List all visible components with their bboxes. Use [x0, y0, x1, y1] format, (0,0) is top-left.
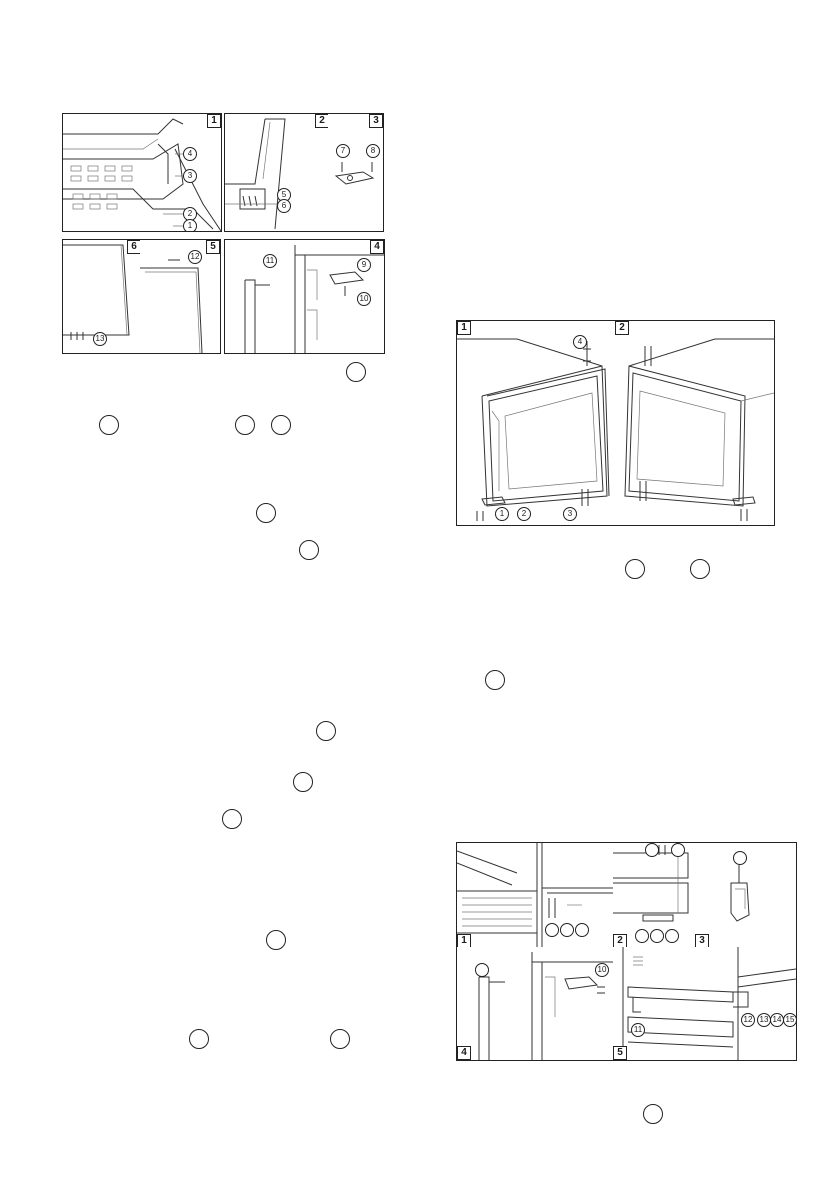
reference-circle — [235, 415, 255, 435]
callout: 11 — [263, 254, 277, 268]
reference-circle — [346, 362, 366, 382]
callout: 6 — [277, 199, 291, 213]
figure-1-panel-6: 6 13 — [62, 239, 142, 354]
callout-blank — [665, 929, 679, 943]
panel-number: 1 — [457, 934, 471, 948]
figure-3-panel-2: 2 — [613, 842, 696, 949]
callout: 3 — [183, 169, 197, 183]
panel-number: 6 — [127, 240, 141, 254]
reference-circle — [271, 415, 291, 435]
figure-1-panel-3-drawing — [334, 162, 375, 185]
figure-1-panel-5: 5 12 — [140, 239, 221, 354]
figure-1-panel-3: 7 8 3 — [328, 113, 384, 232]
callout: 10 — [357, 292, 371, 306]
callout: 4 — [183, 147, 197, 161]
callout: 8 — [366, 144, 380, 158]
reference-circle — [690, 559, 710, 579]
figure-2-panel-2: 2 — [615, 320, 775, 526]
figure-2-panel-1-drawing — [457, 338, 610, 521]
panel-number: 1 — [457, 321, 471, 335]
callout: 7 — [336, 144, 350, 158]
callout-blank — [475, 963, 489, 977]
callout: 11 — [631, 1023, 645, 1037]
figure-1-panel-5-drawing — [140, 259, 203, 353]
figure-3-panel-5: 11 12 13 14 15 5 — [613, 947, 797, 1061]
figure-3-panel-4: 10 4 — [456, 947, 615, 1061]
callout-blank — [545, 923, 559, 937]
panel-number: 4 — [370, 240, 384, 254]
callout: 2 — [517, 507, 531, 521]
figure-3-panel-1: 1 — [456, 842, 615, 949]
reference-circle — [330, 1029, 350, 1049]
figure-3-panel-4-drawing — [478, 952, 614, 1060]
reference-circle — [316, 721, 336, 741]
panel-number: 2 — [613, 934, 627, 948]
panel-number: 5 — [206, 240, 220, 254]
figure-3-panel-3-drawing — [730, 865, 750, 922]
figure-2-panel-1: 1 4 1 2 3 — [456, 320, 617, 526]
reference-circle — [299, 540, 319, 560]
callout-blank — [645, 843, 659, 857]
callout-blank — [671, 843, 685, 857]
panel-number: 2 — [315, 114, 329, 128]
figure-1-panel-2-drawing — [225, 118, 286, 230]
reference-circle — [189, 1029, 209, 1049]
callout: 10 — [595, 963, 609, 977]
callout-blank — [635, 929, 649, 943]
figure-1-panel-4: 11 9 10 4 — [224, 239, 385, 354]
figure-1-panel-1-drawing — [63, 118, 221, 231]
figure-1-panel-4-drawing — [244, 245, 384, 353]
panel-number: 5 — [613, 1046, 627, 1060]
figure-3-panel-1-drawing — [457, 843, 614, 948]
reference-circle — [643, 1104, 663, 1124]
callout: 12 — [741, 1013, 755, 1027]
callout: 4 — [573, 335, 587, 349]
callout: 5 — [277, 188, 291, 202]
reference-circle — [256, 503, 276, 523]
figure-2-panel-2-drawing — [624, 338, 774, 521]
panel-number: 3 — [369, 114, 383, 128]
panel-number: 1 — [207, 114, 221, 128]
panel-number: 2 — [615, 321, 629, 335]
panel-number: 3 — [695, 934, 709, 948]
callout: 13 — [93, 332, 107, 346]
callout: 12 — [188, 250, 202, 264]
callout: 1 — [183, 219, 197, 231]
figure-1-panel-2: 5 6 2 — [224, 113, 330, 232]
reference-circle — [485, 670, 505, 690]
callout: 15 — [783, 1013, 796, 1027]
callout-blank — [560, 923, 574, 937]
callout: 9 — [357, 258, 371, 272]
callout: 13 — [757, 1013, 771, 1027]
callout: 14 — [770, 1013, 784, 1027]
reference-circle — [266, 930, 286, 950]
callout: 3 — [563, 507, 577, 521]
panel-number: 4 — [457, 1046, 471, 1060]
callout-blank — [733, 851, 747, 865]
reference-circle — [625, 559, 645, 579]
reference-circle — [222, 809, 242, 829]
callout: 1 — [495, 507, 509, 521]
figure-1-panel-1: 1 4 3 2 1 — [62, 113, 222, 232]
callout-blank — [575, 923, 589, 937]
reference-circle — [99, 415, 119, 435]
reference-circle — [293, 772, 313, 792]
figure-3-panel-5-drawing — [622, 947, 796, 1060]
callout-blank — [650, 929, 664, 943]
figure-3-panel-3: 3 — [695, 842, 797, 949]
